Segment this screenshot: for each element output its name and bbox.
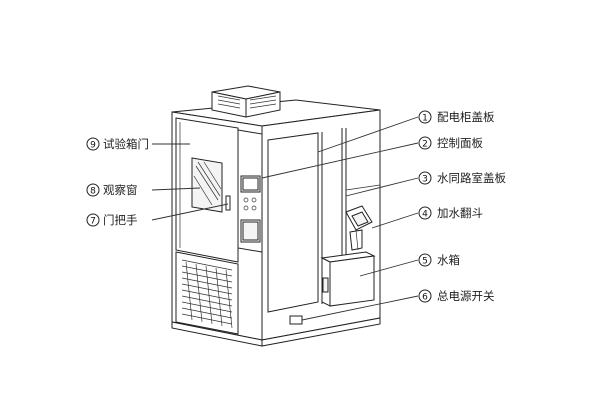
roof-unit (211, 85, 281, 118)
callout-number: 5 (422, 257, 428, 267)
callout-number: 1 (422, 114, 428, 124)
callout-number: 6 (422, 293, 428, 303)
callout-number-badge (418, 253, 432, 267)
callout-number: 7 (90, 217, 96, 227)
callout-number-badge (418, 110, 432, 124)
callout-number-badge (418, 136, 432, 150)
callout-label: 观察窗 (103, 183, 138, 197)
callout-4: 4 加水翻斗 (418, 206, 483, 220)
callout-number-badge (86, 137, 100, 151)
callout-number: 2 (422, 140, 428, 150)
callout-6: 6 总电源开关 (418, 289, 495, 303)
callouts-right: 1 配电柜盖板 2 控制面板 3 水同路室盖板 4 加水翻斗 5 水箱 6 总电… (418, 110, 506, 303)
observation-window (191, 157, 223, 213)
water-tank-shape (320, 251, 376, 307)
callout-number-badge (86, 183, 100, 197)
door-handle-shape (225, 195, 231, 211)
callout-label: 配电柜盖板 (437, 110, 495, 124)
callout-3: 3 水同路室盖板 (418, 171, 506, 185)
callout-number-badge (418, 289, 432, 303)
vent-hatching (185, 261, 233, 329)
callout-label: 试验箱门 (103, 137, 149, 151)
callout-number: 8 (90, 187, 96, 197)
callout-number: 3 (422, 175, 428, 185)
callout-label: 水同路室盖板 (437, 171, 506, 185)
callout-5: 5 水箱 (418, 253, 460, 267)
callout-number: 4 (422, 210, 428, 220)
distribution-cabinet-cover (267, 132, 319, 313)
callout-label: 控制面板 (437, 136, 483, 150)
callout-label: 加水翻斗 (437, 206, 483, 220)
callout-label: 总电源开关 (437, 289, 495, 303)
callout-8: 8 观察窗 (86, 183, 138, 197)
leader-lines (151, 116, 419, 321)
water-funnel-shape (345, 205, 373, 251)
callout-number-badge (86, 213, 100, 227)
callout-1: 1 配电柜盖板 (418, 110, 495, 124)
callout-7: 7 门把手 (86, 213, 138, 227)
callout-9: 9 试验箱门 (86, 137, 149, 151)
test-chamber-illustration (171, 85, 381, 347)
callout-label: 水箱 (437, 253, 460, 267)
callout-number-badge (418, 171, 432, 185)
callout-label: 门把手 (103, 213, 138, 227)
callout-2: 2 控制面板 (418, 136, 483, 150)
callout-number: 9 (90, 141, 96, 151)
power-switch-shape (289, 315, 303, 325)
callout-number-badge (418, 206, 432, 220)
callouts-left: 9 试验箱门 8 观察窗 7 门把手 (86, 137, 149, 227)
